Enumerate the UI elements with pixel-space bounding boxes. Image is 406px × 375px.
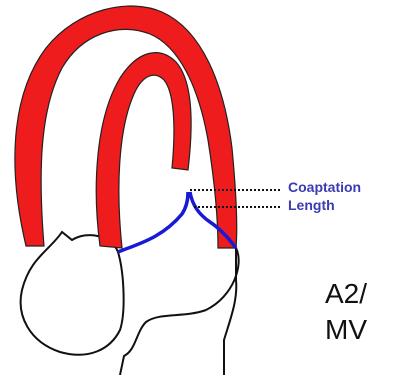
caption-line-1: A2/ — [325, 278, 367, 310]
coaptation-label: Coaptation — [288, 179, 361, 195]
outer-muscle-arch — [15, 6, 237, 248]
right-wall-outline — [120, 248, 239, 375]
caption-line-2: MV — [325, 314, 367, 346]
length-label: Length — [288, 197, 335, 213]
posterior-leaflet — [118, 192, 188, 252]
left-wall-outline — [21, 232, 124, 355]
